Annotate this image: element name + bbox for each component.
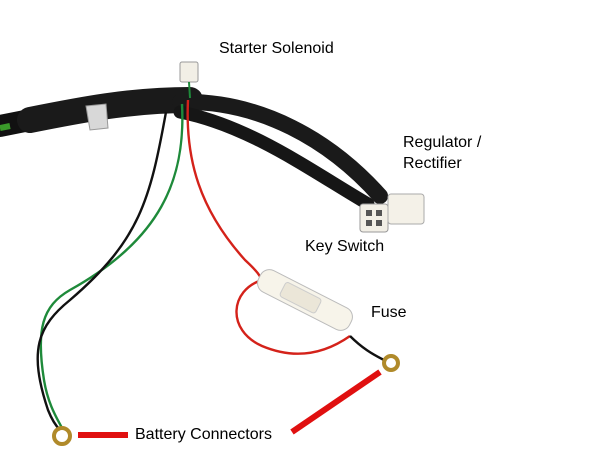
battery-connectors-label: Battery Connectors bbox=[135, 426, 272, 443]
key-switch-pin-3 bbox=[366, 220, 372, 226]
red-wire bbox=[186, 99, 264, 281]
fuse-holder bbox=[257, 269, 353, 331]
starter-solenoid-label: Starter Solenoid bbox=[219, 40, 334, 57]
battery-terminal-left bbox=[52, 426, 72, 446]
fuse-loop-wire bbox=[235, 278, 351, 355]
rectifier-label: Rectifier bbox=[403, 155, 462, 172]
regulator-label: Regulator / bbox=[403, 134, 482, 151]
solenoid-lead bbox=[188, 81, 191, 99]
green-wire-tip bbox=[0, 123, 11, 131]
key-switch-pin-4 bbox=[376, 220, 382, 226]
harness-branch-lower bbox=[173, 105, 375, 211]
harness-tag bbox=[85, 103, 109, 131]
green-wire bbox=[39, 103, 184, 429]
key-switch-pin-1 bbox=[366, 210, 372, 216]
black-wire bbox=[36, 111, 168, 431]
starter-solenoid-connector bbox=[179, 61, 199, 83]
fuse-output-wire bbox=[349, 335, 385, 362]
harness-branch-upper bbox=[172, 93, 388, 204]
battery-terminal-right bbox=[382, 354, 400, 372]
regulator-connector bbox=[387, 193, 425, 225]
fuse-label: Fuse bbox=[371, 304, 407, 321]
key-switch-pin-2 bbox=[376, 210, 382, 216]
key-switch-connector bbox=[359, 203, 389, 233]
key-switch-label: Key Switch bbox=[305, 238, 385, 255]
callout-line-right bbox=[290, 369, 382, 435]
